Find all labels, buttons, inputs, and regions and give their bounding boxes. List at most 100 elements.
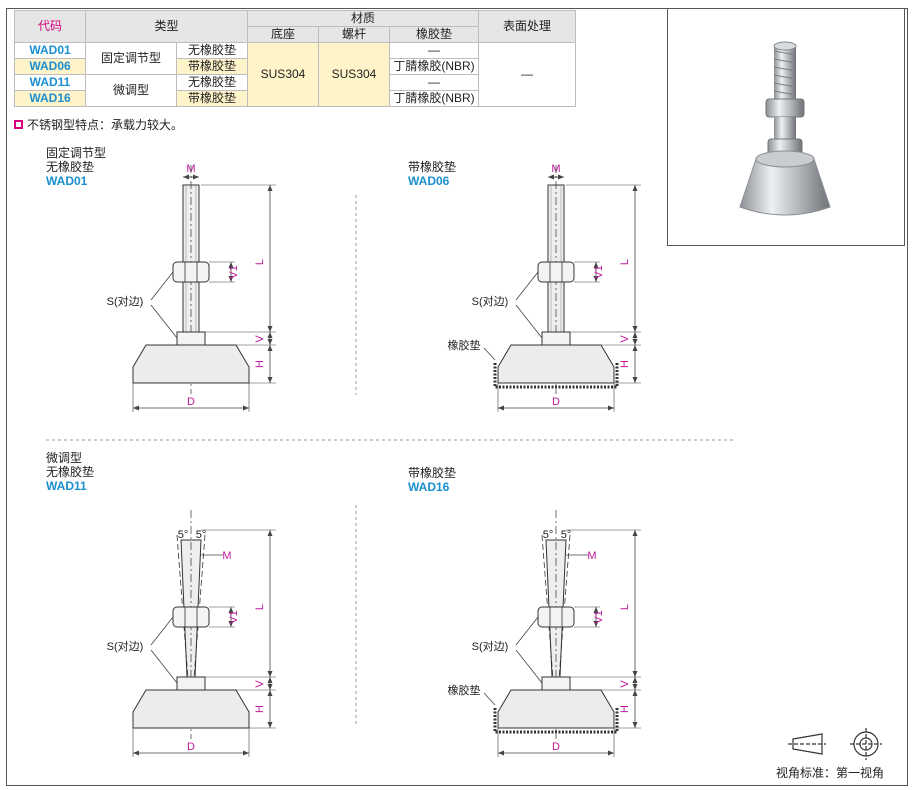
first-angle-projection-icon: [788, 728, 882, 760]
feature-note-text: 不锈钢型特点：承载力较大。: [27, 118, 184, 132]
drawing-type: 固定调节型: [46, 146, 107, 160]
arrowhead: [632, 530, 638, 536]
type-group: 固定调节型: [85, 42, 177, 75]
drawing-type: 带橡胶垫: [408, 466, 457, 480]
arrowhead: [193, 174, 199, 180]
dim-label-s: S(对边): [472, 294, 509, 308]
spec-table: 代码 类型 材质 表面处理 底座 螺杆 橡胶垫 WAD01 固定调节型 无橡胶垫…: [14, 10, 576, 107]
leader-line: [515, 616, 539, 646]
feature-note: 不锈钢型特点：承载力较大。: [14, 116, 183, 133]
arrowhead: [632, 377, 638, 383]
leader-line: [150, 271, 174, 301]
arrowhead: [548, 174, 554, 180]
arrowhead: [267, 684, 273, 690]
arrowhead: [267, 377, 273, 383]
drawing-code: WAD16: [408, 480, 450, 494]
arrowhead: [632, 339, 638, 345]
dim-label-d: D: [552, 396, 560, 408]
dim-label-pad: 橡胶垫: [448, 683, 481, 697]
dim-label-h: H: [619, 360, 631, 368]
arrowhead: [133, 405, 139, 411]
dim-label-v1: V1: [228, 265, 240, 278]
drawing-code: WAD01: [46, 174, 88, 188]
dim-label-s: S(对边): [107, 294, 144, 308]
dim-label-d: D: [552, 741, 560, 753]
drawing-label-wad01: 固定调节型 无橡胶垫 WAD01: [46, 146, 106, 188]
dim-label-d: D: [187, 741, 195, 753]
arrowhead: [632, 684, 638, 690]
header-surface: 表面处理: [478, 10, 576, 43]
dim-label-s: S(对边): [472, 639, 509, 653]
product-photo: [667, 8, 905, 246]
leader-line: [483, 347, 496, 361]
arrowhead: [267, 332, 273, 338]
dim-label-l: L: [254, 604, 266, 610]
type-group: 微调型: [85, 74, 177, 107]
dim-label-v1: V1: [593, 610, 605, 623]
arrowhead: [632, 345, 638, 351]
leader-line: [150, 616, 174, 646]
arrowhead: [558, 174, 564, 180]
arrowhead: [498, 405, 504, 411]
pad-material: 丁腈橡胶(NBR): [389, 90, 479, 107]
leader-line: [515, 271, 539, 301]
arrowhead: [608, 750, 614, 756]
arrowhead: [267, 722, 273, 728]
header-pad: 橡胶垫: [389, 26, 479, 43]
angle-label-left: 5°: [543, 529, 554, 541]
arrowhead: [632, 677, 638, 683]
dim-label-v: V: [254, 680, 266, 688]
dim-label-v: V: [619, 335, 631, 343]
arrowhead: [267, 671, 273, 677]
pad-material: —: [389, 74, 479, 91]
dim-label-h: H: [254, 360, 266, 368]
drawing-label-wad16: 带橡胶垫 WAD16: [408, 466, 456, 494]
arrowhead: [267, 326, 273, 332]
arrowhead: [228, 276, 234, 282]
dim-label-v1: V1: [593, 265, 605, 278]
drawing-label-wad11: 微调型 无橡胶垫 WAD11: [46, 451, 94, 493]
drawing-label-wad06: 带橡胶垫 WAD06: [408, 160, 456, 188]
arrowhead: [267, 690, 273, 696]
view-standard: 视角标准：第一视角: [776, 766, 885, 780]
leader-line: [150, 304, 178, 339]
arrowhead: [593, 262, 599, 268]
arrowhead: [632, 326, 638, 332]
arrowhead: [267, 339, 273, 345]
pad-type: 带橡胶垫: [176, 90, 248, 107]
drawing-code: WAD11: [46, 479, 87, 493]
arrowhead: [267, 677, 273, 683]
row-code: WAD06: [14, 58, 86, 75]
arrowhead: [183, 174, 189, 180]
drawing-subtype: 无橡胶垫: [46, 465, 95, 479]
angle-label-right: 5°: [196, 529, 207, 541]
arrowhead: [243, 405, 249, 411]
arrowhead: [632, 722, 638, 728]
angle-label-left: 5°: [178, 529, 189, 541]
row-code: WAD16: [14, 90, 86, 107]
leader-line: [515, 304, 543, 339]
rubber-pad: [493, 363, 619, 389]
spec-sheet-frame: [6, 8, 908, 786]
arrowhead: [632, 690, 638, 696]
dim-label-pad: 橡胶垫: [448, 338, 481, 352]
leader-line: [483, 692, 496, 706]
drawing-type: 微调型: [46, 451, 83, 465]
arrowhead: [133, 750, 139, 756]
arrowhead: [267, 530, 273, 536]
arrowhead: [228, 621, 234, 627]
dim-label-l: L: [254, 259, 266, 265]
drawing-type: 带橡胶垫: [408, 160, 457, 174]
arrowhead: [498, 750, 504, 756]
arrowhead: [228, 262, 234, 268]
dim-label-h: H: [619, 705, 631, 713]
surface-value: —: [478, 42, 576, 107]
pad-type: 带橡胶垫: [176, 58, 248, 75]
dim-label-v: V: [619, 680, 631, 688]
screw-material: SUS304: [318, 42, 390, 107]
arrowhead: [228, 607, 234, 613]
leader-line: [515, 649, 543, 684]
arrowhead: [267, 345, 273, 351]
